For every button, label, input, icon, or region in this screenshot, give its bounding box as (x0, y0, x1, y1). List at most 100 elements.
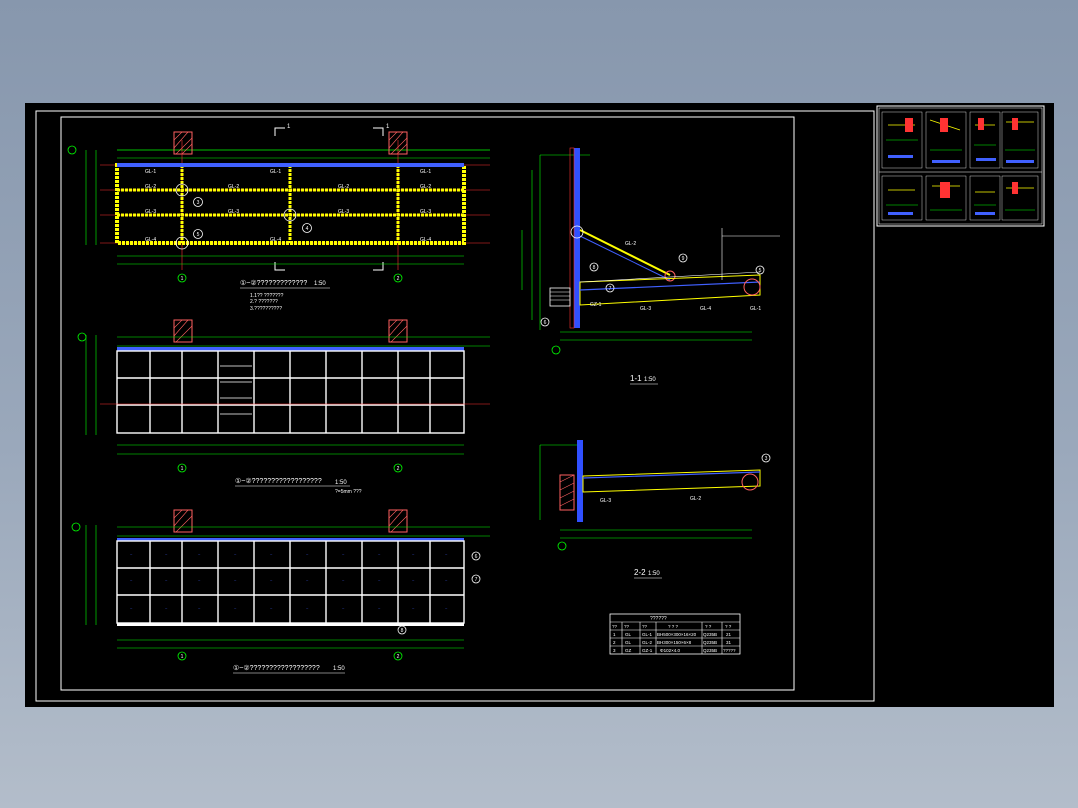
marker-label: 7 (475, 577, 478, 583)
beam-label: GL-4 (270, 237, 281, 243)
table-header: ? ? (705, 624, 712, 629)
axis-label: 2 (397, 466, 400, 472)
svg-text:~: ~ (378, 606, 381, 611)
beam-label: GL-4 (145, 237, 156, 243)
plan-3-scale: 1:50 (333, 666, 345, 672)
svg-text:~: ~ (342, 606, 345, 611)
plan-1-note: 3.?????????? (250, 306, 282, 312)
table-cell: 31 (726, 640, 732, 645)
material-table: ?????? ?? ?? ?? ? ? ? ? ? ? ? 1 GL GL-1 … (609, 613, 741, 655)
svg-text:~: ~ (270, 578, 273, 583)
table-cell: 21 (726, 632, 732, 637)
svg-text:~: ~ (198, 552, 201, 557)
svg-text:~: ~ (234, 552, 237, 557)
marker-label: 8 (401, 628, 404, 634)
section-1-scale: 1:50 (644, 377, 656, 383)
svg-text:~: ~ (130, 606, 133, 611)
table-cell: Q235B (703, 632, 717, 637)
table-cell: GL-2 (642, 640, 653, 645)
section-label: GL-3 (600, 498, 611, 504)
plan-1-scale: 1:50 (314, 281, 326, 287)
table-header: ?? (642, 624, 648, 629)
svg-text:~: ~ (445, 552, 448, 557)
section-label: GL-2 (690, 496, 701, 502)
svg-text:~: ~ (165, 578, 168, 583)
cut-mark-label: 1 (287, 124, 291, 130)
table-cell: ????? (723, 648, 736, 653)
beam-label: GL-2 (228, 184, 239, 190)
svg-text:~: ~ (445, 606, 448, 611)
svg-text:~: ~ (378, 578, 381, 583)
beam-label: GL-1 (270, 169, 281, 175)
plan-2: 1 2 ①~②?????????????????? 1:50 ?=5mm ??? (77, 319, 490, 495)
beam-label: GL-4 (420, 237, 431, 243)
section-label: GL-4 (700, 306, 711, 312)
section-label: GL-2 (625, 241, 636, 247)
plan-2-scale: 1:50 (335, 480, 347, 486)
sheet-border-inner (60, 116, 795, 691)
section-label: GZ-1 (590, 302, 602, 308)
plan-3-title: ①~②?????????????????? (233, 664, 320, 672)
table-cell: 3 (613, 648, 616, 653)
cut-mark-label: 1 (386, 124, 390, 130)
plan-1: 1 1 GL-1 GL-2 GL-2 GL-2 GL-3 GL-3 (67, 124, 490, 312)
svg-text:~: ~ (130, 578, 133, 583)
svg-text:~: ~ (234, 578, 237, 583)
section-2-2: 3 GL-3 GL-2 2-2 1:50 (539, 440, 771, 579)
svg-text:~: ~ (306, 606, 309, 611)
beam-label: GL-3 (420, 209, 431, 215)
section-2-scale: 1:50 (648, 571, 660, 577)
beam-label: GL-3 (228, 209, 239, 215)
callout-label: 5 (759, 268, 762, 274)
svg-text:~: ~ (306, 552, 309, 557)
beam-label: GL-2 (420, 184, 431, 190)
sheet-border-outer (35, 110, 875, 702)
callout-label: 5 (197, 232, 200, 238)
table-cell: GL (625, 640, 632, 645)
svg-text:~: ~ (165, 552, 168, 557)
callout-label: 9 (682, 256, 685, 262)
plan-1-note: 2.? ??????? (250, 299, 278, 305)
table-header: ? ? ? (668, 624, 679, 629)
plan-2-sub: ?=5mm ??? (335, 489, 362, 495)
table-cell: 1 (613, 632, 616, 637)
svg-text:~: ~ (198, 578, 201, 583)
callout-label: 3 (765, 456, 768, 462)
svg-text:~: ~ (378, 552, 381, 557)
axis-label: 2 (397, 276, 400, 282)
svg-text:~: ~ (342, 578, 345, 583)
plan-1-title: ①~②????????????? (240, 279, 307, 287)
table-header: ?? (624, 624, 630, 629)
table-cell: GL (625, 632, 632, 637)
beam-label: GL-1 (145, 169, 156, 175)
plan-2-title: ①~②?????????????????? (235, 477, 322, 485)
svg-text:~: ~ (412, 552, 415, 557)
callout-label: 3 (197, 200, 200, 206)
table-cell: GZ-1 (642, 648, 653, 653)
beam-label: GL-2 (145, 184, 156, 190)
svg-text:~: ~ (270, 606, 273, 611)
section-label: GL-3 (640, 306, 651, 312)
section-1-1: GL-2 GZ-1 GL-3 GL-4 GL-1 9 8 7 6 5 1-1 1… (521, 147, 780, 385)
marker-label: 6 (475, 554, 478, 560)
section-2-title: 2-2 (634, 568, 646, 577)
table-cell: GZ (625, 648, 632, 653)
section-1-title: 1-1 (630, 374, 642, 383)
thumbnail-sheet[interactable] (876, 105, 1045, 227)
svg-text:~: ~ (342, 552, 345, 557)
beam-label: GL-3 (338, 209, 349, 215)
table-title: ?????? (650, 616, 667, 622)
callout-label: 8 (593, 265, 596, 271)
table-cell: Q235B (703, 640, 717, 645)
table-cell: GL-1 (642, 632, 653, 637)
axis-label: 1 (181, 654, 184, 660)
table-cell: Q235B (703, 648, 717, 653)
svg-text:~: ~ (306, 578, 309, 583)
table-header: ? ? (725, 624, 732, 629)
beam-label: GL-3 (145, 209, 156, 215)
svg-text:~: ~ (445, 578, 448, 583)
svg-text:~: ~ (412, 606, 415, 611)
table-cell: Φ102×4.0 (660, 648, 680, 653)
table-cell: BH300×150×6×8 (657, 640, 692, 645)
